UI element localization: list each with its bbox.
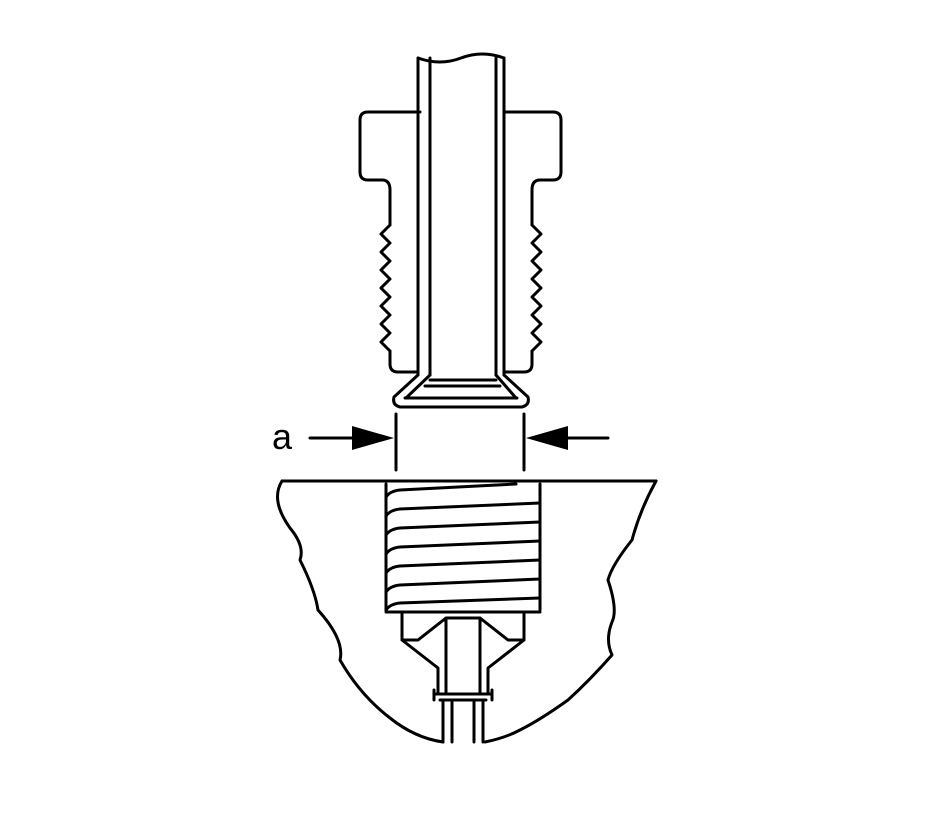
dimension-label-a: a [272, 416, 293, 457]
tube-break-line [416, 52, 506, 64]
fitting-lower-body [388, 349, 534, 374]
left-external-thread [379, 223, 392, 353]
right-external-thread [530, 223, 543, 353]
flared-tip [392, 373, 530, 409]
housing-outlet-passage [441, 698, 485, 744]
tube-outer [416, 56, 506, 377]
tube-inner [428, 56, 498, 377]
lower-housing [276, 479, 658, 744]
housing-internal-thread [384, 482, 542, 614]
upper-fitting [358, 52, 563, 409]
housing-right-break-edge [483, 479, 658, 744]
dimension-arrowhead-left [352, 426, 394, 450]
housing-left-break-edge [276, 479, 445, 744]
dimension-arrowhead-right [526, 426, 568, 450]
hex-head-outline [358, 110, 563, 227]
housing-seat [400, 610, 526, 702]
